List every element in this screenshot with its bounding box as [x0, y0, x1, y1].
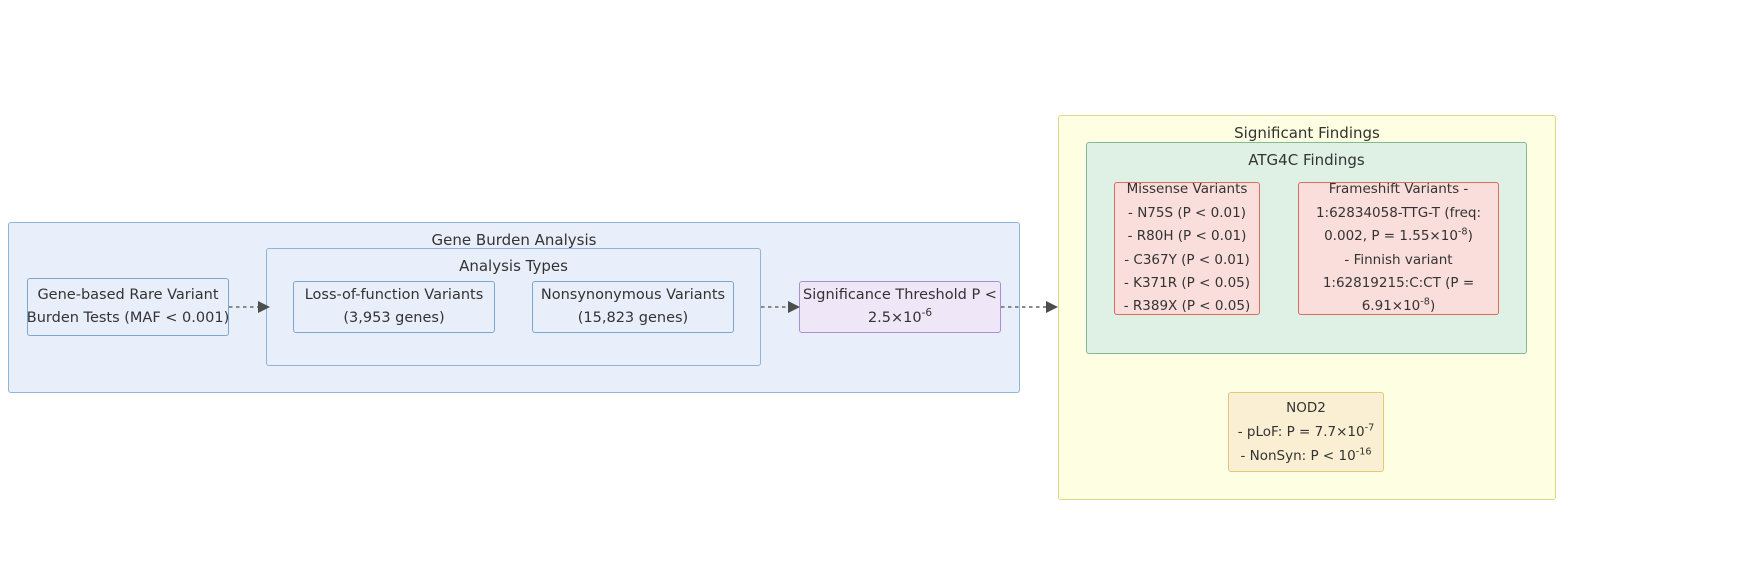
node-gene-based-rare-variant-burden-tests[interactable]: Gene-based Rare Variant Burden Tests (MA…	[27, 278, 229, 336]
significance-threshold-exponent: -6	[921, 307, 933, 320]
missense-line: - C367Y (P < 0.01)	[1124, 251, 1250, 268]
frameshift-line: 6.91×10-8)	[1362, 295, 1436, 318]
node-line: (3,953 genes)	[343, 310, 445, 326]
node-significance-threshold[interactable]: Significance Threshold P < 2.5×10-6	[799, 281, 1001, 333]
cluster-gene-burden-analysis-label: Gene Burden Analysis	[431, 231, 597, 249]
frameshift-paren-2: )	[1429, 298, 1436, 315]
nod2-plof-exponent: -7	[1364, 422, 1375, 434]
missense-line: - N75S (P < 0.01)	[1128, 204, 1246, 221]
node-line: Burden Tests (MAF < 0.001)	[26, 310, 230, 326]
significance-threshold-line2: 2.5×10-6	[868, 307, 932, 330]
node-line: Gene-based Rare Variant	[37, 286, 219, 303]
cluster-analysis-types-label: Analysis Types	[459, 257, 568, 275]
node-line: Loss-of-function Variants	[304, 286, 484, 303]
nod2-plof-value: - pLoF: P = 7.7×10	[1237, 424, 1365, 440]
nod2-title: NOD2	[1286, 399, 1326, 416]
frameshift-exponent-1: -8	[1457, 226, 1468, 238]
node-line: Nonsynonymous Variants	[540, 286, 726, 303]
node-missense-variants[interactable]: Missense Variants - N75S (P < 0.01) - R8…	[1114, 181, 1260, 315]
frameshift-line: 0.002, P = 1.55×10-8)	[1324, 225, 1473, 248]
cluster-atg4c-findings-label: ATG4C Findings	[1248, 151, 1365, 169]
frameshift-pvalue-1: 0.002, P = 1.55×10	[1324, 228, 1458, 245]
nod2-plof: - pLoF: P = 7.7×10-7	[1238, 420, 1375, 444]
frameshift-paren-1: )	[1467, 228, 1473, 245]
frameshift-exponent-2: -8	[1420, 296, 1430, 308]
cluster-significant-findings-label: Significant Findings	[1234, 124, 1380, 142]
frameshift-pvalue-2: 6.91×10	[1361, 298, 1421, 315]
nod2-nonsyn-value: - NonSyn: P < 10	[1240, 448, 1356, 465]
significance-threshold-value: 2.5×10	[867, 310, 922, 326]
frameshift-line: 1:62819215:C:CT (P =	[1322, 274, 1475, 291]
frameshift-line: Frameshift Variants -	[1328, 181, 1469, 198]
frameshift-line: - Finnish variant	[1344, 251, 1453, 268]
nod2-nonsyn: - NonSyn: P < 10-16	[1240, 444, 1371, 468]
node-nod2-findings[interactable]: NOD2 - pLoF: P = 7.7×10-7 - NonSyn: P < …	[1228, 392, 1384, 472]
node-frameshift-variants[interactable]: Frameshift Variants - 1:62834058-TTG-T (…	[1298, 181, 1499, 318]
missense-line: - K371R (P < 0.05)	[1123, 274, 1251, 291]
significance-threshold-line1: Significance Threshold P <	[803, 286, 997, 303]
missense-line: - R389X (P < 0.05)	[1123, 298, 1251, 315]
node-nonsynonymous-variants[interactable]: Nonsynonymous Variants (15,823 genes)	[532, 281, 734, 333]
frameshift-line: 1:62834058-TTG-T (freq:	[1315, 204, 1482, 221]
missense-line: - R80H (P < 0.01)	[1127, 228, 1247, 245]
node-line: (15,823 genes)	[577, 310, 689, 326]
nod2-nonsyn-exponent: -16	[1355, 446, 1372, 458]
node-loss-of-function-variants[interactable]: Loss-of-function Variants (3,953 genes)	[293, 281, 495, 333]
missense-line: Missense Variants	[1126, 181, 1248, 198]
